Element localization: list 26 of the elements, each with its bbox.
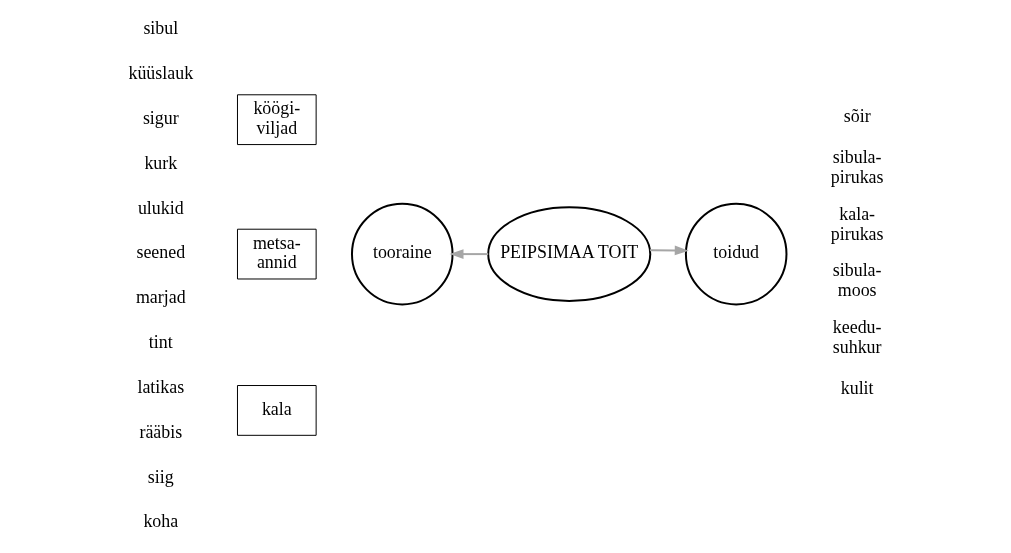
node-box: köögi- viljad [236, 94, 317, 146]
node-label: ulukid [137, 197, 184, 218]
node-box: kala [236, 385, 317, 436]
node-box: metsa- annid [236, 228, 317, 280]
node-label: keedu- suhkur [832, 317, 882, 358]
node-label: sigur [142, 108, 179, 129]
node-label: koha [142, 511, 178, 532]
node-label: küüslauk [127, 63, 193, 84]
node-label: sibula- pirukas [830, 146, 884, 187]
node-label: kurk [143, 152, 177, 173]
node-label: marjad [135, 287, 186, 308]
node-label: seened [135, 242, 185, 263]
node-circle: toidud [684, 202, 787, 306]
node-circle: tooraine [350, 202, 454, 306]
node-label: tint [148, 332, 173, 353]
node-label: sõir [843, 106, 871, 127]
node-label: sibul [142, 18, 178, 39]
node-label: latikas [136, 376, 184, 397]
node-label: kala- pirukas [830, 203, 884, 244]
arrow [648, 245, 689, 256]
node-label: rääbis [138, 421, 182, 442]
node-label: kulit [840, 377, 874, 398]
node-label: siig [147, 466, 174, 487]
node-label: sibula- moos [832, 260, 882, 301]
arrow [449, 249, 489, 259]
node-ellipse: PEIPSIMAA TOIT [486, 206, 651, 302]
